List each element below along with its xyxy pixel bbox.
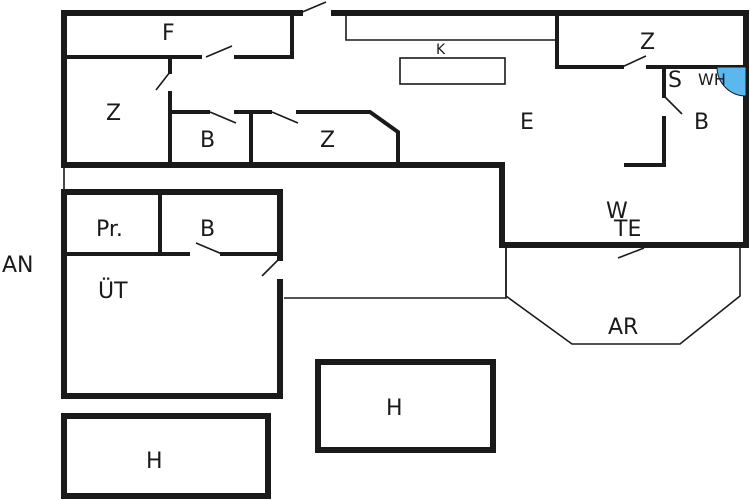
label-z-left: Z xyxy=(106,101,121,126)
h-building-bottom xyxy=(61,413,271,499)
label-z-right: Z xyxy=(640,30,655,55)
label-b-right: B xyxy=(694,110,709,135)
label-an: AN xyxy=(2,253,34,278)
label-f: F xyxy=(162,21,175,46)
room-labels: F Z B Z K E Z S WH B W TE Pr. B ÜT AN AR… xyxy=(2,21,726,474)
label-ut: ÜT xyxy=(98,278,128,304)
label-b-small: B xyxy=(200,128,215,153)
label-b-lower: B xyxy=(200,217,215,242)
water-heater-icon xyxy=(716,66,747,97)
label-w: W xyxy=(606,199,628,224)
interior-walls-upper xyxy=(62,11,748,167)
lower-left-block xyxy=(61,189,283,399)
label-z-mid: Z xyxy=(320,128,335,153)
h-building-center xyxy=(315,359,496,453)
label-s: S xyxy=(668,68,682,93)
terrace-outline xyxy=(284,248,741,345)
label-h-bottom: H xyxy=(146,449,163,474)
label-wh: WH xyxy=(698,70,726,89)
label-h-center: H xyxy=(386,396,403,421)
label-pr: Pr. xyxy=(96,217,123,242)
door-swings-upper xyxy=(155,1,683,259)
label-k: K xyxy=(436,42,446,58)
kitchen-counter xyxy=(399,57,506,85)
label-ar: AR xyxy=(608,315,638,340)
exterior-walls xyxy=(61,10,749,248)
label-e: E xyxy=(520,110,534,135)
label-te: TE xyxy=(613,217,641,242)
